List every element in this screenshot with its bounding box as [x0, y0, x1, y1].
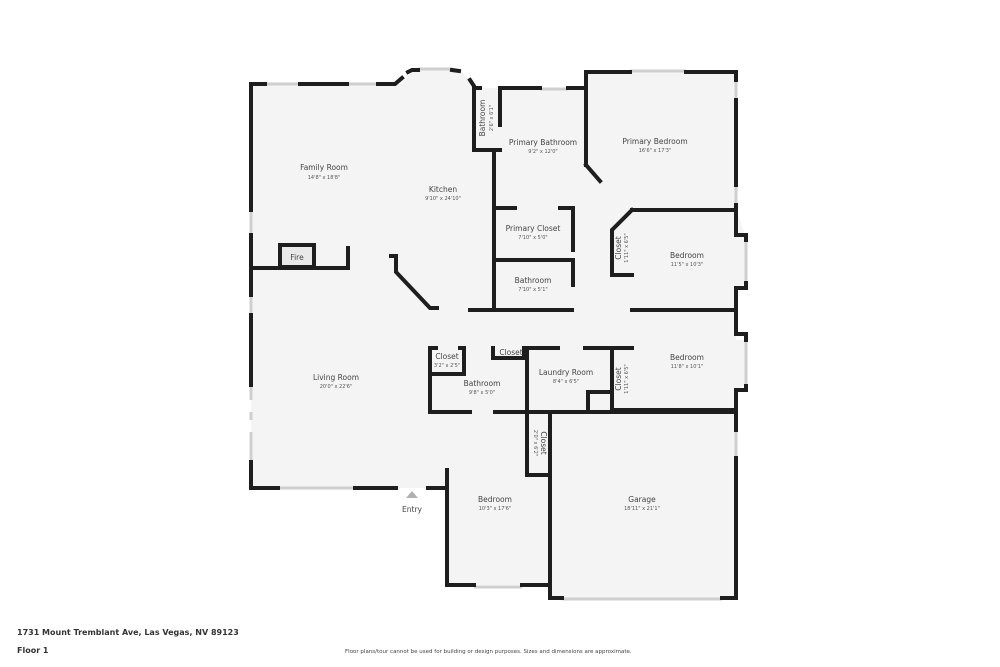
room-name-garage: Garage: [628, 495, 656, 504]
floor-label: Floor 1: [17, 646, 49, 655]
room-dims-bedroom-4: 10'3" x 17'6": [479, 506, 512, 512]
room-name-closet-entry: Closet: [435, 352, 458, 361]
room-name-kitchen: Kitchen: [429, 185, 457, 194]
room-name-living-room: Living Room: [313, 373, 359, 382]
walls: [249, 67, 748, 600]
room-name-closet-bed4: Closet: [539, 431, 548, 454]
room-name-primary-closet: Primary Closet: [506, 224, 561, 233]
room-name-bathroom-hall: Bathroom: [515, 276, 552, 285]
room-dims-closet-entry: 3'2" x 2'5": [434, 363, 460, 369]
floor-fill: [251, 70, 745, 598]
fireplace: [278, 243, 316, 269]
entry-arrow-icon: [406, 491, 418, 498]
room-dims-living-room: 20'0" x 22'6": [320, 384, 353, 390]
room-name-laundry-room: Laundry Room: [539, 368, 593, 377]
room-name-closet-bed2: Closet: [614, 236, 623, 259]
room-name-primary-bathroom: Primary Bathroom: [509, 138, 577, 147]
room-dims-garage: 18'11" x 21'1": [624, 506, 660, 512]
property-address: 1731 Mount Tremblant Ave, Las Vegas, NV …: [17, 628, 239, 637]
room-dims-bathroom-3: 9'8" x 5'0": [469, 390, 495, 396]
room-dims-closet-bed4: 2'0" x 6'2": [532, 430, 538, 456]
room-dims-bedroom-3: 11'8" x 10'1": [671, 364, 704, 370]
room-dims-closet-bed2: 1'11" x 6'5": [624, 233, 630, 262]
room-dims-bathroom-small: 2'6" x 6'1": [489, 105, 495, 131]
room-name-bathroom-3: Bathroom: [464, 379, 501, 388]
room-name-closet-small: Closet: [499, 348, 522, 357]
room-name-bathroom-small: Bathroom: [478, 100, 487, 137]
room-dims-bedroom-2: 11'5" x 10'3": [671, 262, 704, 268]
room-dims-laundry-room: 8'4" x 6'5": [553, 379, 579, 385]
room-name-family-room: Family Room: [300, 163, 348, 172]
room-dims-kitchen: 9'10" x 24'10": [425, 196, 461, 202]
room-dims-primary-bedroom: 16'6" x 17'3": [639, 148, 672, 154]
room-dims-closet-bed3: 1'11" x 6'5": [624, 364, 630, 393]
room-dims-family-room: 14'8" x 18'8": [308, 175, 341, 181]
disclaimer: Floor plans/tour cannot be used for buil…: [345, 649, 632, 655]
fireplace-label: Fire: [290, 253, 304, 262]
room-dims-primary-closet: 7'10" x 5'0": [518, 235, 547, 241]
room-name-bedroom-4: Bedroom: [478, 495, 512, 504]
entry-label: Entry: [402, 505, 423, 514]
room-name-bedroom-3: Bedroom: [670, 353, 704, 362]
room-dims-primary-bathroom: 9'2" x 12'0": [528, 149, 557, 155]
room-name-closet-bed3: Closet: [614, 367, 623, 390]
room-dims-bathroom-hall: 7'10" x 5'1": [518, 287, 547, 293]
room-labels: Family Room 14'8" x 18'8" Kitchen 9'10" …: [290, 100, 704, 514]
room-name-primary-bedroom: Primary Bedroom: [622, 137, 687, 146]
room-name-bedroom-2: Bedroom: [670, 251, 704, 260]
